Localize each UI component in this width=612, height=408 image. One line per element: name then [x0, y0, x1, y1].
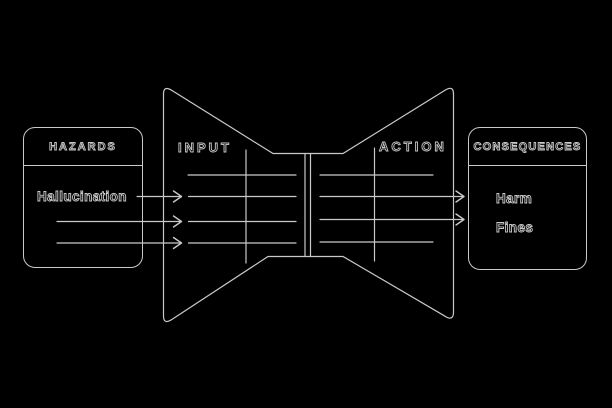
hazard-item-hallucination: Hallucination: [37, 189, 127, 205]
bowtie-outline: [162, 87, 455, 323]
input-label: INPUT: [178, 140, 232, 156]
action-label: ACTION: [379, 139, 447, 155]
consequence-item-fines: Fines: [496, 220, 534, 236]
hazards-box: HAZARDS Hallucination: [23, 127, 143, 268]
hazards-title: HAZARDS: [49, 140, 117, 153]
consequences-header: CONSEQUENCES: [469, 128, 586, 166]
hazards-header: HAZARDS: [24, 128, 142, 166]
consequences-box: CONSEQUENCES Harm Fines: [468, 127, 587, 270]
consequences-title: CONSEQUENCES: [473, 140, 582, 153]
consequence-item-harm: Harm: [496, 191, 533, 207]
